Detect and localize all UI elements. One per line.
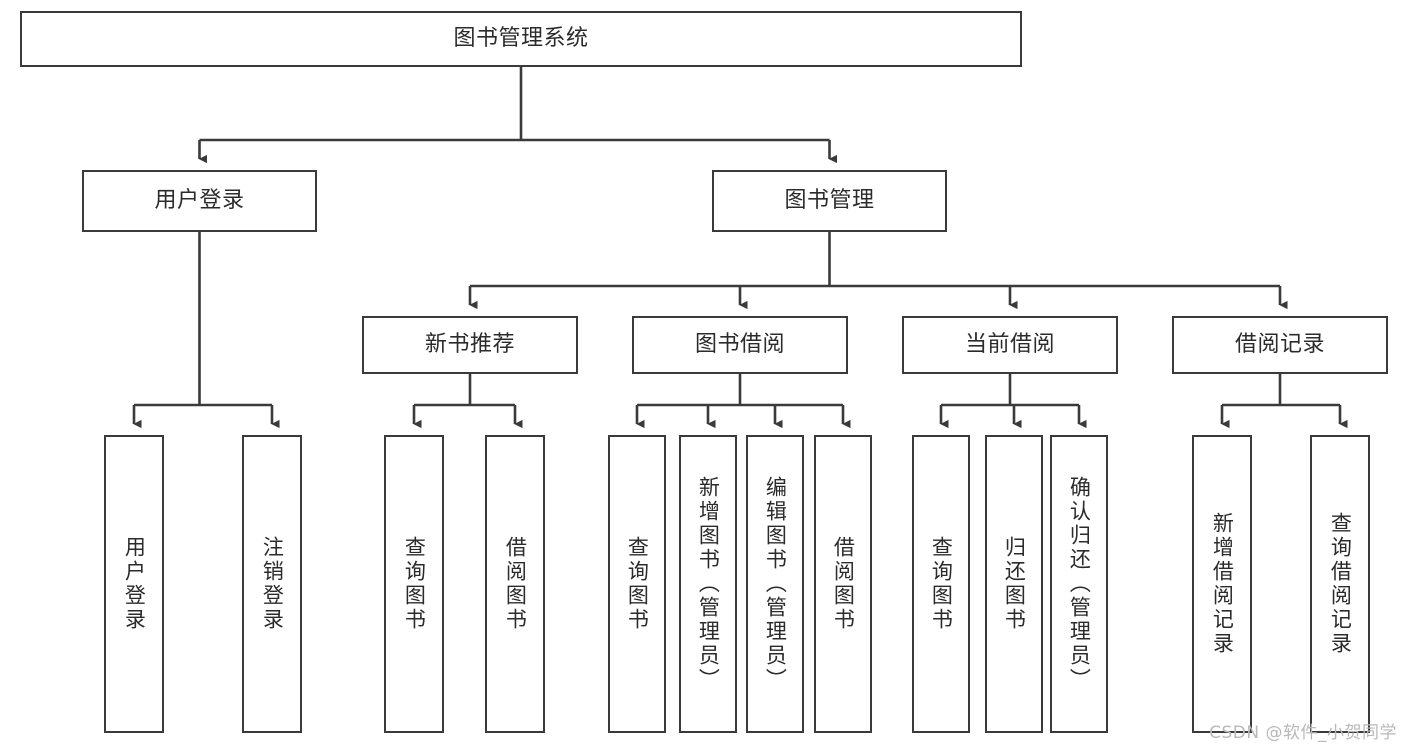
node-l4-c3[interactable]: 编辑图书（管理员） xyxy=(746,435,804,733)
node-label: 用户登录 xyxy=(122,536,147,632)
node-label: 新书推荐 xyxy=(424,332,515,358)
node-l4-d3[interactable]: 确认归还（管理员） xyxy=(1050,435,1108,733)
watermark-text: CSDN @软件_小贺同学 xyxy=(1209,723,1397,743)
node-label: 查询图书 xyxy=(625,536,650,632)
node-l3-borrow[interactable]: 图书借阅 xyxy=(632,316,848,374)
node-l3-new[interactable]: 新书推荐 xyxy=(362,316,578,374)
node-l4-a2[interactable]: 注销登录 xyxy=(242,435,302,733)
node-label: 新增借阅记录 xyxy=(1210,512,1235,656)
node-l4-d1[interactable]: 查询图书 xyxy=(912,435,970,733)
node-label: 图书管理系统 xyxy=(453,26,589,52)
node-l4-a1[interactable]: 用户登录 xyxy=(104,435,164,733)
node-label: 图书借阅 xyxy=(694,332,785,358)
node-label: 用户登录 xyxy=(154,188,245,214)
node-l4-e2[interactable]: 查询借阅记录 xyxy=(1310,435,1370,733)
node-l4-b1[interactable]: 查询图书 xyxy=(384,435,444,733)
node-l4-c4[interactable]: 借阅图书 xyxy=(814,435,872,733)
node-l2-login[interactable]: 用户登录 xyxy=(82,170,317,232)
node-l4-e1[interactable]: 新增借阅记录 xyxy=(1192,435,1252,733)
node-root[interactable]: 图书管理系统 xyxy=(20,11,1022,67)
node-label: 注销登录 xyxy=(260,536,285,632)
node-l2-books[interactable]: 图书管理 xyxy=(712,170,947,232)
node-label: 查询图书 xyxy=(929,536,954,632)
node-l4-c2[interactable]: 新增图书（管理员） xyxy=(679,435,737,733)
node-label: 借阅图书 xyxy=(831,536,856,632)
node-label: 借阅图书 xyxy=(503,536,528,632)
node-label: 确认归还（管理员） xyxy=(1067,476,1092,692)
node-label: 图书管理 xyxy=(784,188,875,214)
node-l4-b2[interactable]: 借阅图书 xyxy=(485,435,545,733)
node-label: 查询图书 xyxy=(402,536,427,632)
node-l3-current[interactable]: 当前借阅 xyxy=(902,316,1118,374)
node-l3-record[interactable]: 借阅记录 xyxy=(1172,316,1388,374)
node-label: 查询借阅记录 xyxy=(1328,512,1353,656)
node-label: 编辑图书（管理员） xyxy=(763,476,788,692)
node-label: 当前借阅 xyxy=(964,332,1055,358)
node-l4-d2[interactable]: 归还图书 xyxy=(985,435,1043,733)
node-l4-c1[interactable]: 查询图书 xyxy=(608,435,666,733)
node-label: 借阅记录 xyxy=(1234,332,1325,358)
node-label: 归还图书 xyxy=(1002,536,1027,632)
node-label: 新增图书（管理员） xyxy=(696,476,721,692)
